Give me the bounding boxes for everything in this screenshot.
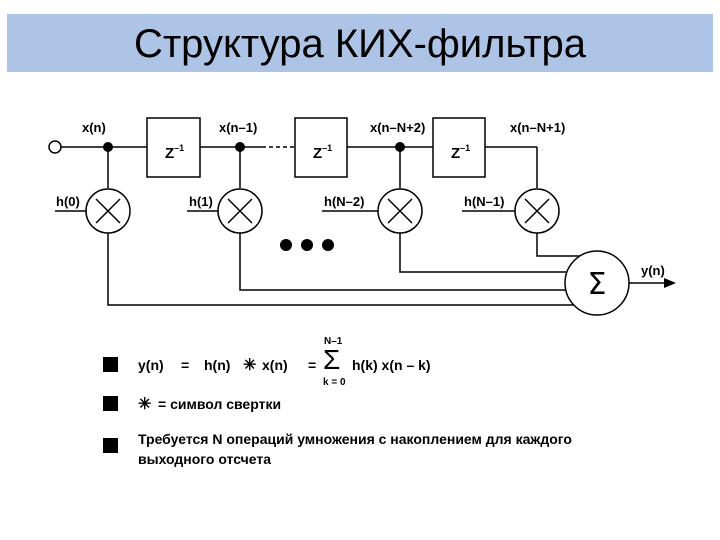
delay-box-2 [294,117,348,178]
input-terminal [48,140,62,154]
delay-label: Z–1 [451,143,470,162]
delay-box-3 [432,117,486,178]
signal-label: x(n–N+2) [370,120,425,135]
ellipsis-dots [280,239,334,251]
note-text: = символ свертки [158,396,282,412]
formula-x: x(n) [262,357,288,373]
bullet [103,438,118,453]
formula-term: h(k) x(n – k) [352,357,431,373]
convolution-symbol: ✳ [138,396,152,413]
sum-upper-limit: N–1 [324,336,343,347]
junction-dot [395,142,405,152]
note-text: Требуется N операций умножения с накопле… [138,431,572,447]
formula-eq: = [308,357,317,373]
formula-eq: = [181,357,190,373]
bullet [103,357,118,372]
convolution-symbol: ✳ [243,357,257,374]
sum-symbol: Σ [323,344,341,375]
signal-label: x(n–N+1) [510,120,565,135]
coef-label: h(1) [189,194,213,209]
note-text: выходного отсчета [138,451,272,467]
coef-label: h(0) [56,194,80,209]
sum-wire [399,233,566,273]
delay-label: Z–1 [313,143,332,162]
formula-lhs: y(n) [138,357,164,373]
sigma-symbol: Σ [588,267,607,302]
delay-box-1 [146,117,201,178]
output-arrow [664,278,676,288]
signal-label: x(n–1) [219,120,257,135]
signal-label: x(n) [82,120,106,135]
title-bar: Структура КИХ-фильтра [7,14,713,72]
output-label: y(n) [641,263,665,278]
junction-dot [235,142,245,152]
sum-wire [239,233,566,291]
multiplier-0 [85,188,131,234]
junction-dot [103,142,113,152]
sum-wire [536,233,582,257]
slide-title: Структура КИХ-фильтра [133,22,587,66]
sum-lower-limit: k = 0 [323,377,346,388]
bullet [103,396,118,411]
multiplier-n-2 [377,188,423,234]
coef-label: h(N–1) [464,194,504,209]
multiplier-n-1 [514,188,560,234]
coef-label: h(N–2) [324,194,364,209]
formula-h: h(n) [204,357,231,373]
multiplier-1 [217,188,263,234]
delay-label: Z–1 [165,143,184,162]
sum-wire [107,233,574,306]
